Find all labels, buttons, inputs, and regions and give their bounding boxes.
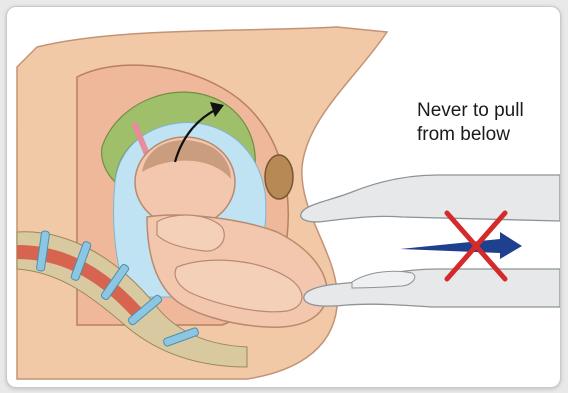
lower-gloved-hand bbox=[304, 269, 560, 307]
delivery-illustration bbox=[7, 7, 560, 387]
push-direction-arrow-icon bbox=[400, 232, 522, 259]
lower-hand-thumb bbox=[352, 271, 415, 288]
warning-caption: Never to pull from below bbox=[417, 99, 557, 147]
figure-card: Never to pull from below bbox=[6, 6, 561, 388]
upper-gloved-hand bbox=[301, 175, 560, 222]
bladder bbox=[265, 155, 293, 199]
